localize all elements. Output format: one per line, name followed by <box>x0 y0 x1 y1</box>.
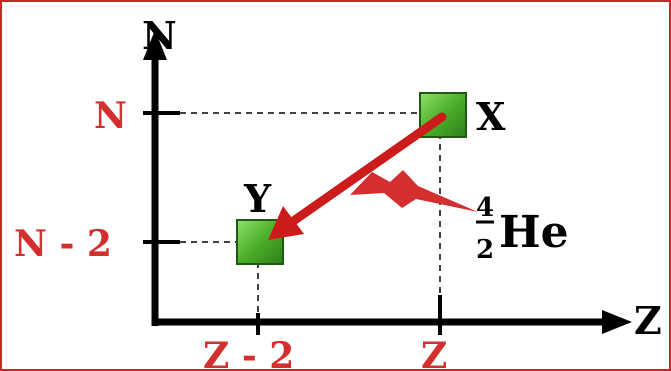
x-axis-arrowhead <box>602 310 632 334</box>
x-tick-label-z-minus-2: Z - 2 <box>203 335 294 371</box>
y-tick-label-n-minus-2: N - 2 <box>14 223 112 265</box>
decay-arrowhead <box>268 206 304 240</box>
alpha-emission-lightning-icon <box>350 170 478 212</box>
decay-arrow-shaft <box>287 112 447 227</box>
helium-mass-number: 4 <box>476 193 494 223</box>
y-axis-label: N <box>142 13 177 58</box>
helium-symbol: He <box>499 207 569 258</box>
x-tick-label-z: Z <box>421 335 447 371</box>
nucleus-x-label: X <box>476 94 506 139</box>
y-axis-arrowhead <box>143 30 167 60</box>
y-tick-label-n: N <box>94 95 127 137</box>
nucleus-y-label: Y <box>243 176 272 221</box>
helium-atomic-number: 2 <box>476 235 494 265</box>
x-axis-label: Z <box>634 298 662 343</box>
